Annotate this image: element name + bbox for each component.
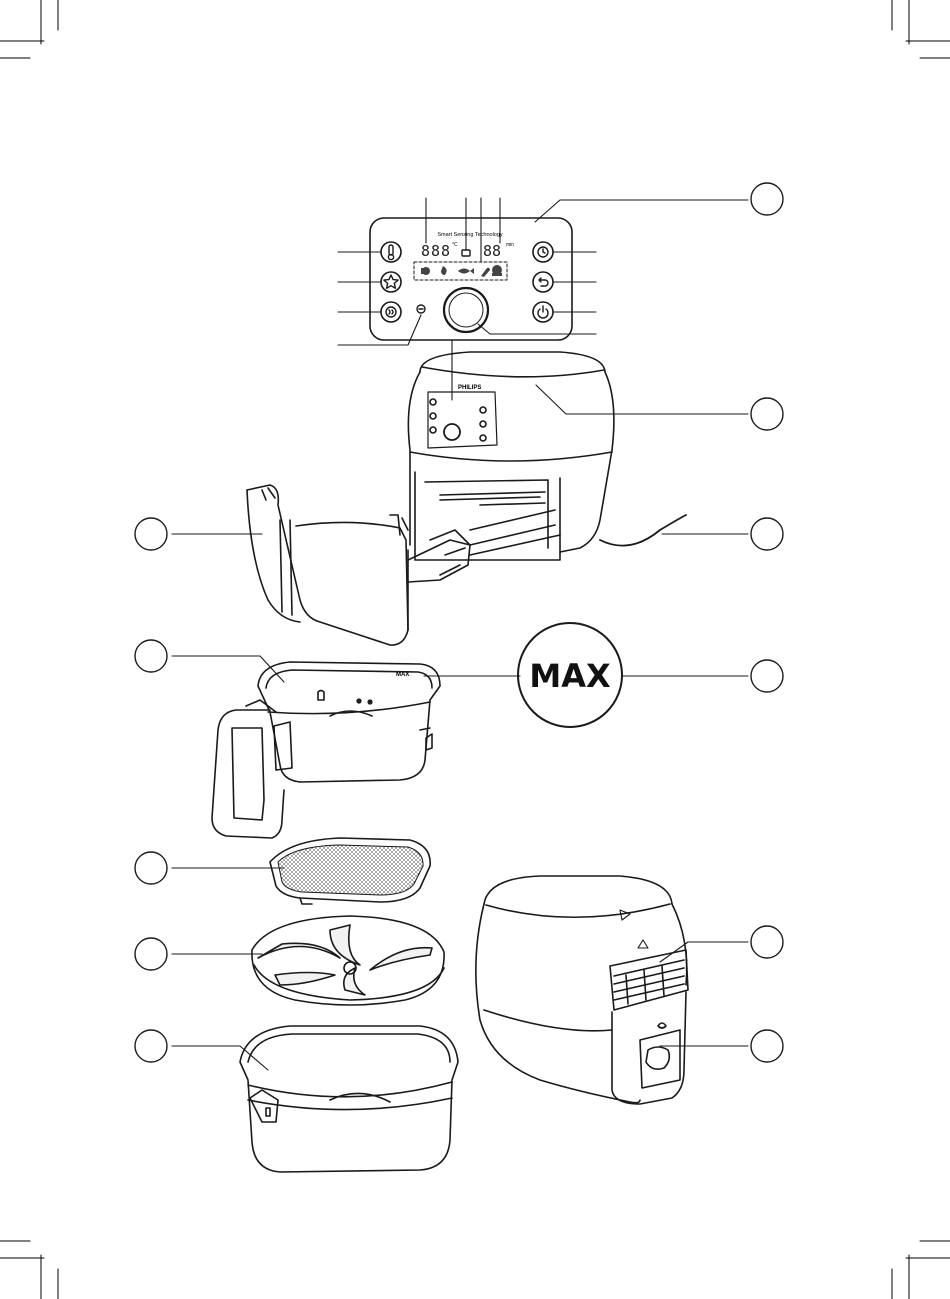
- callout-circle-outer-basket: [135, 1030, 167, 1062]
- basket-max-marking: MAX: [396, 672, 409, 678]
- temperature-unit: °C: [452, 242, 458, 248]
- callout-circle-drawer: [135, 518, 167, 550]
- drawer: [247, 485, 470, 645]
- timer-icon: [538, 247, 548, 257]
- time-display: 88: [483, 242, 501, 260]
- callout-circle-basket: [135, 640, 167, 672]
- rear-logo-triangle: [620, 910, 630, 920]
- back-button[interactable]: [533, 272, 553, 292]
- time-unit: min: [506, 242, 514, 248]
- control-panel: Smart Sensing Technology 888 °C 88 min: [370, 218, 572, 340]
- meat-icon[interactable]: [481, 268, 490, 277]
- keep-warm-icon: [386, 307, 396, 317]
- power-cord: [600, 515, 686, 546]
- thermometer-icon: [388, 245, 393, 260]
- star-icon: [384, 275, 398, 288]
- shake-reminder-icon: [417, 305, 425, 313]
- callout-circle-cord: [751, 518, 783, 550]
- drumstick-icon[interactable]: [441, 266, 447, 275]
- basket-with-handle: MAX: [212, 662, 440, 838]
- appliance-brand: PHILIPS: [458, 385, 481, 391]
- timer-button[interactable]: [533, 242, 553, 262]
- callout-number-circles: [135, 183, 783, 1062]
- outer-basket: [240, 1026, 458, 1172]
- power-icon: [538, 306, 548, 318]
- callout-circle-appliance: [751, 398, 783, 430]
- mesh-insert: [270, 838, 430, 904]
- frozen-fries-icon[interactable]: [421, 267, 430, 275]
- callout-circle-mesh: [135, 852, 167, 884]
- keep-warm-button[interactable]: [381, 302, 401, 322]
- callout-circle-max: [751, 660, 783, 692]
- callout-circle-panel: [751, 183, 783, 215]
- airfryer-main-unit: PHILIPS: [408, 352, 686, 560]
- temperature-display: 888: [421, 242, 451, 260]
- panel-leaders: [338, 198, 748, 400]
- max-callout: MAX: [424, 623, 622, 727]
- back-icon: [539, 278, 548, 286]
- fat-reducer-insert: [252, 916, 444, 1005]
- max-callout-text: MAX: [529, 657, 611, 695]
- temperature-button[interactable]: [381, 242, 401, 262]
- fish-icon[interactable]: [458, 268, 474, 274]
- callout-circle-air-outlet: [751, 926, 783, 958]
- panel-brand-strip: Smart Sensing Technology: [437, 232, 503, 238]
- cake-icon[interactable]: [492, 265, 502, 276]
- favourite-button[interactable]: [381, 272, 401, 292]
- basket-indicator-icon: [462, 250, 470, 256]
- callout-circle-cord-storage: [751, 1030, 783, 1062]
- callout-circle-fat-reducer: [135, 938, 167, 970]
- airfryer-rear-view: [476, 876, 688, 1104]
- control-dial[interactable]: [444, 288, 488, 332]
- power-button[interactable]: [533, 302, 553, 322]
